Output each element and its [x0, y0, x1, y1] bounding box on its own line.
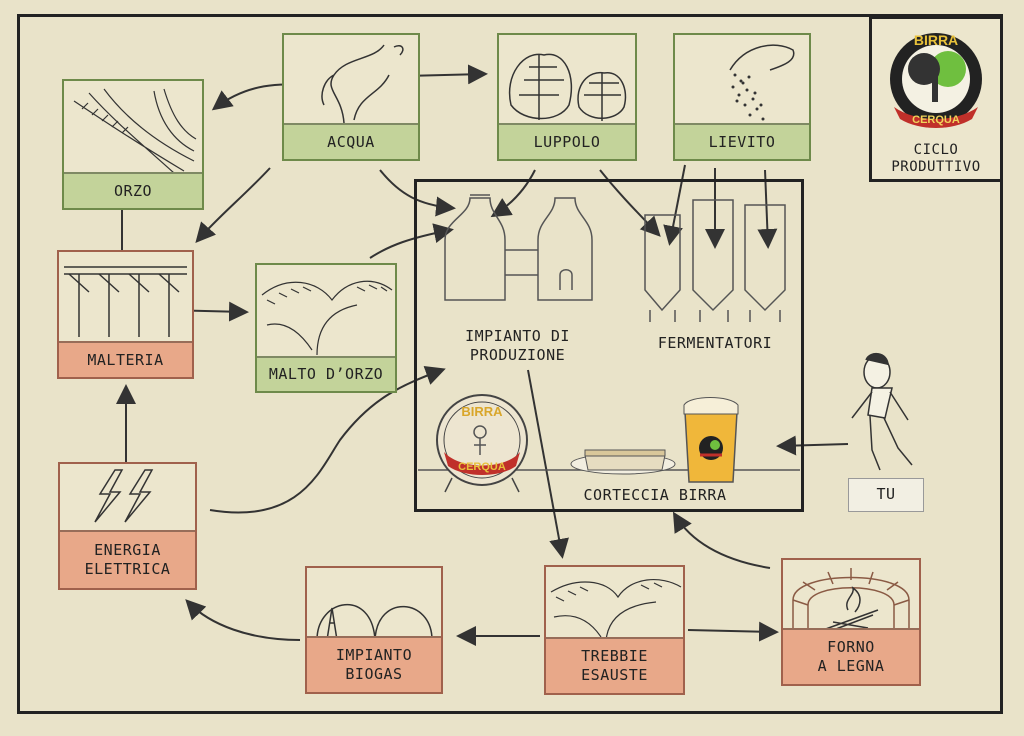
malt-grains-icon [261, 280, 393, 356]
logo-caption: CICLO PRODUTTIVO [891, 142, 981, 175]
label-malteria: MALTERIA [59, 341, 192, 377]
lightning-icon [94, 469, 154, 523]
hops-icon [508, 53, 627, 121]
arrow-malto-impianto [369, 223, 454, 259]
barley-icon [73, 88, 197, 174]
node-energia: ENERGIA ELETTRICA [58, 462, 197, 590]
node-acqua: ACQUA [282, 33, 420, 161]
label-orzo: ORZO [64, 172, 202, 208]
malting-plant-icon [64, 266, 187, 337]
label-lievito: LIEVITO [675, 123, 809, 159]
arrow-tu-corteccia [776, 435, 849, 456]
label-energia: ENERGIA ELETTRICA [60, 530, 195, 588]
biogas-plant-icon [316, 603, 433, 641]
person-icon [851, 353, 913, 471]
node-malto: MALTO D’ORZO [255, 263, 397, 393]
arrow-forno-corteccia [672, 511, 771, 569]
label-corteccia: CORTECCIA BIRRA [583, 486, 727, 504]
cerqua-badge-icon: BIRRA CERQUA [436, 394, 528, 493]
node-orzo: ORZO [62, 79, 204, 210]
label-trebbie: TREBBIE ESAUSTE [546, 637, 683, 693]
label-acqua: ACQUA [284, 123, 418, 159]
arrow-impianto-trebbie [527, 369, 569, 559]
outer-frame [17, 14, 1003, 714]
logo-bottom-text: CERQUA [912, 114, 960, 126]
logo-top-text: BIRRA [914, 32, 958, 48]
birra-cerqua-logo: BIRRA CERQUA [890, 32, 982, 128]
label-biogas: IMPIANTO BIOGAS [307, 636, 441, 692]
wood-oven-icon [792, 568, 910, 633]
label-malto: MALTO D’ORZO [257, 356, 395, 391]
water-splash-icon [321, 44, 404, 124]
logo-box: BIRRA CERQUA CICLO PRODUTTIVO [869, 16, 1003, 182]
arrow-acqua-impianto [379, 169, 456, 217]
arrow-lievito-ferm1 [663, 164, 686, 246]
label-forno: FORNO A LEGNA [783, 628, 919, 684]
beer-glass-icon [683, 397, 739, 483]
node-malteria: MALTERIA [57, 250, 194, 379]
node-lievito: LIEVITO [673, 33, 811, 161]
label-luppolo: LUPPOLO [499, 123, 635, 159]
spent-grain-icon [550, 579, 682, 642]
node-trebbie: TREBBIE ESAUSTE [544, 565, 685, 695]
label-impianto: IMPIANTO DI PRODUZIONE [465, 327, 570, 364]
arrow-acqua-malteria [195, 167, 271, 244]
arrow-luppolo-impianto [490, 169, 536, 218]
focaccia-icon [570, 449, 676, 475]
badge-bottom-text: CERQUA [458, 461, 506, 473]
node-tu: TU [848, 478, 924, 512]
label-tu: TU [876, 484, 896, 503]
arrow-biogas-energia [185, 599, 301, 641]
node-forno: FORNO A LEGNA [781, 558, 921, 686]
badge-top-text: BIRRA [461, 404, 503, 419]
node-luppolo: LUPPOLO [497, 33, 637, 161]
arrow-lievito-ferm3 [757, 169, 778, 249]
arrow-luppolo-ferm [599, 169, 661, 237]
arrow-trebbie-forno [687, 621, 779, 642]
node-biogas: IMPIANTO BIOGAS [305, 566, 443, 694]
production-area [414, 179, 804, 512]
yeast-icon [729, 44, 795, 121]
label-fermentatori: FERMENTATORI [657, 334, 773, 352]
arrow-energia-impianto [209, 365, 446, 514]
